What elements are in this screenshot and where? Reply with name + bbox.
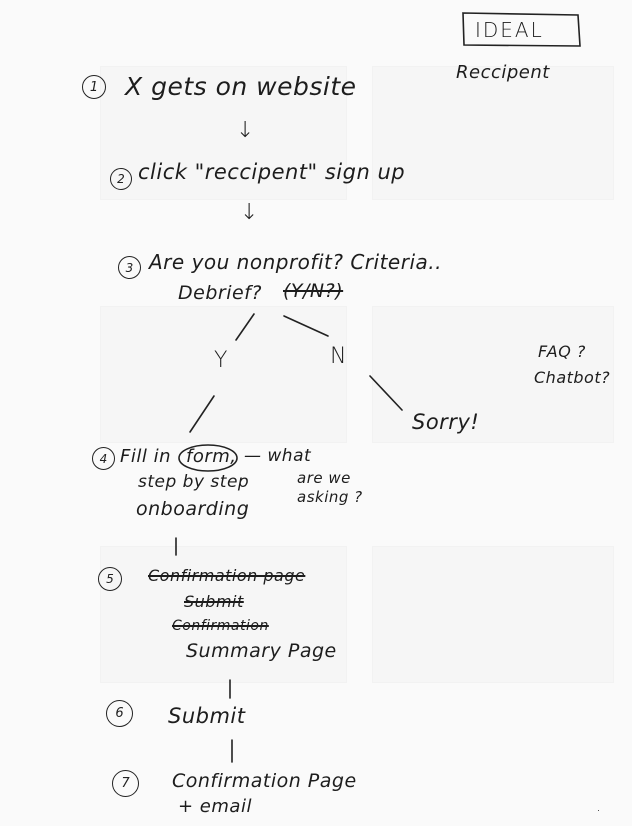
branch-line-yes-top [235,313,255,341]
step-3-debrief: Debrief? [178,282,262,304]
recipient-subtitle: Reccipent [456,62,550,83]
ideal-tag: IDEAL [475,18,544,42]
branch-no-label: N [330,344,347,369]
step-4-are-we: are we [297,469,351,487]
step-4-asking: asking ? [297,488,363,506]
branch-no-result: Sorry! [412,410,480,434]
faq-note: FAQ ? [538,342,586,361]
step-7-email: + email [178,796,252,817]
step-5-struck-submit: Submit [184,592,244,611]
step-4-step-by-step: step by step [138,472,250,492]
step-3-number: 3 [118,256,141,279]
step-5-struck-confirmation: Confirmation page [148,566,306,585]
bleedthrough-box [100,546,347,683]
step-3-question: Are you nonprofit? Criteria.. [149,250,442,274]
step-6-submit: Submit [168,704,246,728]
chatbot-note: Chatbot? [534,368,611,387]
step-4-form: form, [186,446,237,467]
branch-line-yes-bottom [189,395,215,433]
branch-line-no-bottom [369,375,403,411]
step-5-struck-confirmation-2: Confirmation [172,618,269,634]
ideal-box-outline [462,12,581,47]
step-7-number: 7 [112,770,139,797]
form-circle [178,444,238,472]
step-7-confirmation: Confirmation Page [172,770,357,792]
step-4-fill-in: Fill in [120,446,171,467]
branch-yes-label: Y [214,348,228,373]
bleedthrough-box [100,306,347,443]
step-4-onboarding: onboarding [136,498,250,520]
step-2-text: click "reccipent" sign up [138,160,406,184]
step-4-what: — what [244,446,312,466]
step-3-struck-yn: (Y/N?) [283,280,344,302]
step-6-number: 6 [106,700,133,727]
branch-line-no-top [283,315,329,337]
bleedthrough-box [372,306,614,443]
bleedthrough-box [372,66,614,200]
bleedthrough-box [100,66,347,200]
step-1-number: 1 [82,75,106,99]
step-1-text: X gets on website [125,72,357,101]
arrow-down-icon: ↓ [240,200,259,225]
step-5-summary-page: Summary Page [186,640,337,662]
step-5-number: 5 [98,567,122,591]
step-4-number: 4 [92,447,115,470]
bleedthrough-box [372,546,614,683]
arrow-down-icon: ↓ [236,118,255,143]
stray-dot: . [596,796,602,815]
step-2-number: 2 [110,168,132,190]
